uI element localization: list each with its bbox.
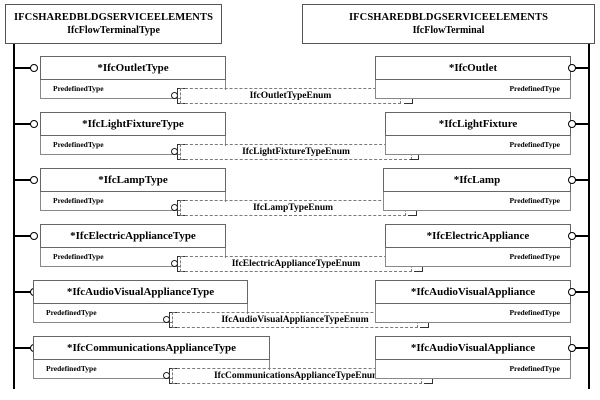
left-branch-stub-1 <box>13 67 33 69</box>
entity-attr-ifclamp: PredefinedType <box>383 192 571 211</box>
right-branch-stub-2 <box>572 123 590 125</box>
left-branch-circle-1 <box>30 64 38 72</box>
entity-title-ifcaudiovisualappliance: *IfcAudioVisualAppliance <box>375 280 571 304</box>
right-branch-circle-1 <box>568 64 576 72</box>
left-branch-circle-3 <box>30 176 38 184</box>
entity-box-ifccommunicationsappliancetype[interactable]: *IfcCommunicationsApplianceType Predefin… <box>33 336 270 379</box>
right-branch-circle-4 <box>568 232 576 240</box>
package-header-left-schema: IFCSHAREDBLDGSERVICEELEMENTS <box>13 12 214 23</box>
package-header-left-entity: IfcFlowTerminalType <box>67 25 160 36</box>
left-branch-circle-4 <box>30 232 38 240</box>
entity-box-ifclamptype[interactable]: *IfcLampType PredefinedType <box>40 168 226 211</box>
enum-label-ifccommunicationsappliancetypeenum: IfcCommunicationsApplianceTypeEnum <box>173 370 421 382</box>
entity-box-ifcelectricappliancetype[interactable]: *IfcElectricApplianceType PredefinedType <box>40 224 226 267</box>
right-branch-stub-4 <box>572 235 590 237</box>
entity-attr-ifcoutlettype: PredefinedType <box>40 80 226 99</box>
entity-title-ifclamptype: *IfcLampType <box>40 168 226 192</box>
entity-title-ifccommunicationsappliancetype: *IfcCommunicationsApplianceType <box>33 336 270 360</box>
entity-title-ifcoutlet: *IfcOutlet <box>375 56 571 80</box>
entity-title-ifcoutlettype: *IfcOutletType <box>40 56 226 80</box>
entity-box-ifcoutlettype[interactable]: *IfcOutletType PredefinedType <box>40 56 226 99</box>
left-branch-stub-2 <box>13 123 33 125</box>
entity-title-ifclightfixturetype: *IfcLightFixtureType <box>40 112 226 136</box>
entity-box-ifcelectricappliance[interactable]: *IfcElectricAppliance PredefinedType <box>385 224 571 267</box>
right-branch-stub-3 <box>572 179 590 181</box>
left-generalization-trunk <box>13 44 15 389</box>
entity-attr-ifcoutlet: PredefinedType <box>375 80 571 99</box>
entity-attr-ifclightfixturetype: PredefinedType <box>40 136 226 155</box>
entity-attr-ifcaudiovisualappliance: PredefinedType <box>375 304 571 323</box>
entity-box-ifcaudiovisualappliance-2[interactable]: *IfcAudioVisualAppliance PredefinedType <box>375 336 571 379</box>
entity-title-ifclightfixture: *IfcLightFixture <box>385 112 571 136</box>
right-branch-circle-2 <box>568 120 576 128</box>
entity-box-ifcoutlet[interactable]: *IfcOutlet PredefinedType <box>375 56 571 99</box>
package-header-right: IFCSHAREDBLDGSERVICEELEMENTS IfcFlowTerm… <box>302 4 595 44</box>
entity-box-ifclamp[interactable]: *IfcLamp PredefinedType <box>383 168 571 211</box>
left-branch-stub-4 <box>13 235 33 237</box>
entity-box-ifcaudiovisualappliance[interactable]: *IfcAudioVisualAppliance PredefinedType <box>375 280 571 323</box>
entity-attr-ifclamptype: PredefinedType <box>40 192 226 211</box>
right-branch-circle-6 <box>568 344 576 352</box>
entity-box-ifclightfixturetype[interactable]: *IfcLightFixtureType PredefinedType <box>40 112 226 155</box>
enum-label-ifclamptypeenum: IfcLampTypeEnum <box>181 202 405 214</box>
package-header-right-schema: IFCSHAREDBLDGSERVICEELEMENTS <box>348 12 549 23</box>
enum-box-ifcoutlettypeenum[interactable]: IfcOutletTypeEnum <box>180 88 401 104</box>
entity-attr-ifcelectricappliance: PredefinedType <box>385 248 571 267</box>
left-branch-stub-3 <box>13 179 33 181</box>
right-branch-stub-6 <box>572 347 590 349</box>
package-header-right-entity: IfcFlowTerminal <box>412 25 485 36</box>
entity-attr-ifcelectricappliancetype: PredefinedType <box>40 248 226 267</box>
right-branch-stub-5 <box>572 291 590 293</box>
entity-attr-ifcaudiovisualappliance-2: PredefinedType <box>375 360 571 379</box>
package-header-left: IFCSHAREDBLDGSERVICEELEMENTS IfcFlowTerm… <box>5 4 222 44</box>
enum-box-ifclightfixturetypeenum[interactable]: IfcLightFixtureTypeEnum <box>180 144 412 160</box>
entity-title-ifcelectricappliancetype: *IfcElectricApplianceType <box>40 224 226 248</box>
enum-box-ifcelectricappliancetypeenum[interactable]: IfcElectricApplianceTypeEnum <box>180 256 412 272</box>
entity-title-ifcelectricappliance: *IfcElectricAppliance <box>385 224 571 248</box>
right-branch-circle-3 <box>568 176 576 184</box>
enum-box-ifclamptypeenum[interactable]: IfcLampTypeEnum <box>180 200 406 216</box>
entity-title-ifcaudiovisualappliancetype: *IfcAudioVisualApplianceType <box>33 280 248 304</box>
right-generalization-trunk <box>588 44 590 389</box>
left-branch-stub-6 <box>13 347 33 349</box>
enum-label-ifcaudiovisualappliancetypeenum: IfcAudioVisualApplianceTypeEnum <box>173 314 417 326</box>
enum-label-ifclightfixturetypeenum: IfcLightFixtureTypeEnum <box>181 146 411 158</box>
entity-title-ifclamp: *IfcLamp <box>383 168 571 192</box>
enum-label-ifcoutlettypeenum: IfcOutletTypeEnum <box>181 90 400 102</box>
right-branch-stub-1 <box>572 67 590 69</box>
enum-label-ifcelectricappliancetypeenum: IfcElectricApplianceTypeEnum <box>181 258 411 270</box>
entity-box-ifclightfixture[interactable]: *IfcLightFixture PredefinedType <box>385 112 571 155</box>
entity-box-ifcaudiovisualappliancetype[interactable]: *IfcAudioVisualApplianceType PredefinedT… <box>33 280 248 323</box>
right-branch-circle-5 <box>568 288 576 296</box>
entity-attr-ifclightfixture: PredefinedType <box>385 136 571 155</box>
left-branch-circle-2 <box>30 120 38 128</box>
left-branch-stub-5 <box>13 291 33 293</box>
entity-title-ifcaudiovisualappliance-2: *IfcAudioVisualAppliance <box>375 336 571 360</box>
